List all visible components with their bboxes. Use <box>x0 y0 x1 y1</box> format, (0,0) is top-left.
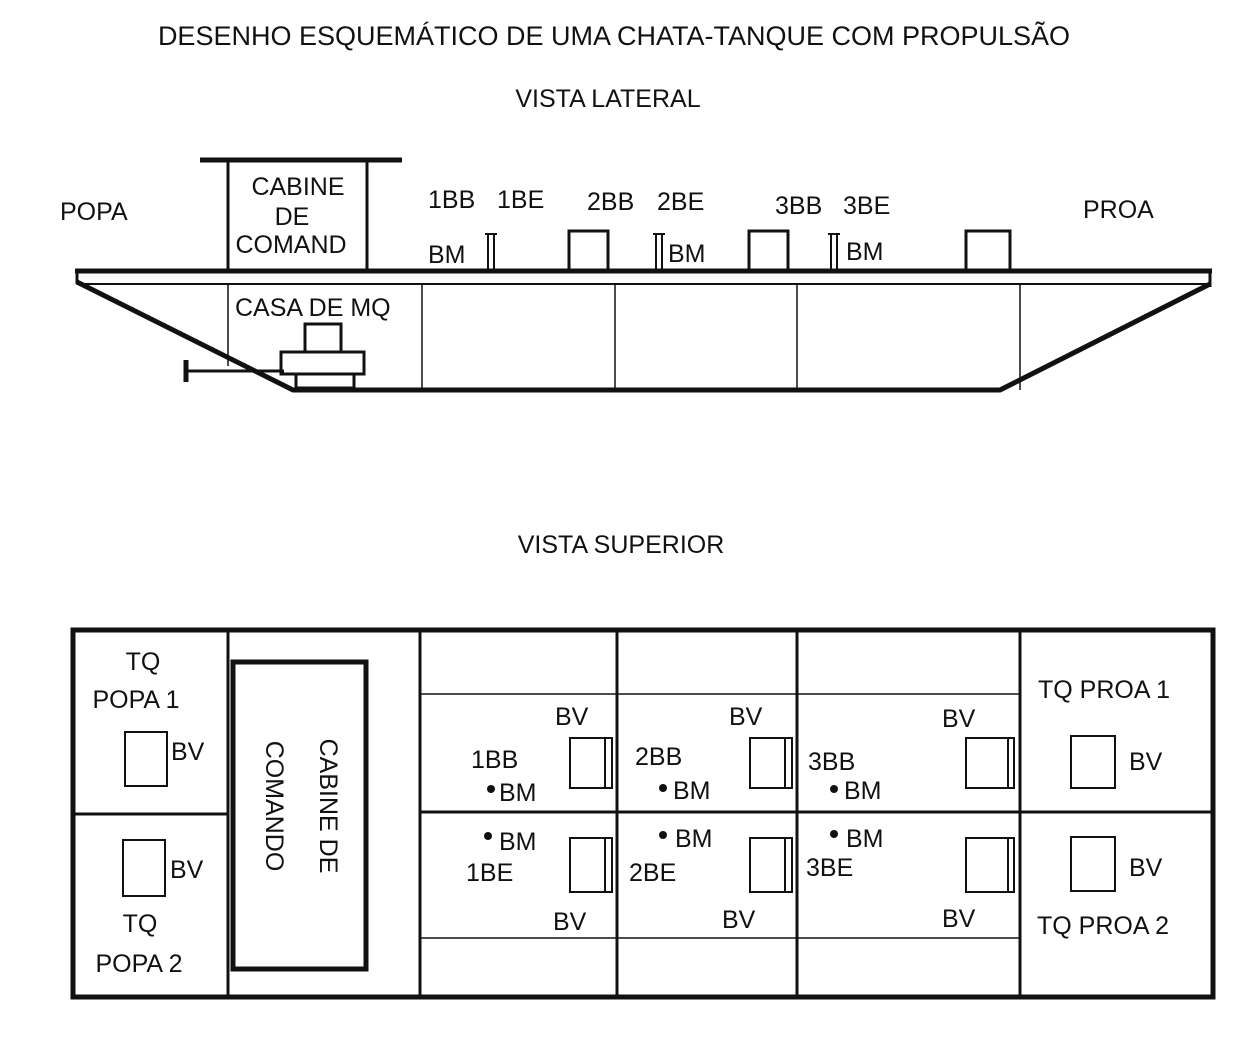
tank-label-upper: 2BB <box>635 743 682 771</box>
valve-label: BV <box>942 905 976 933</box>
valve-box <box>1070 836 1116 892</box>
valve-label: BV <box>555 703 589 731</box>
tank-label-upper: 1BB <box>471 746 518 774</box>
cabin-top-label: COMANDO <box>260 741 288 872</box>
cabin-label-line3: COMAND <box>235 231 346 259</box>
pump-label: BM <box>673 777 711 805</box>
valve-label: BV <box>729 703 763 731</box>
side-valve-box <box>747 229 790 273</box>
valve-box <box>124 731 168 787</box>
pump-label: BM <box>499 779 537 807</box>
valve-box <box>569 837 613 893</box>
valve-box <box>749 837 793 893</box>
cabin-label-line1: CABINE <box>251 173 344 201</box>
side-tank-label-3be: 3BE <box>843 192 890 220</box>
pump-label: BM <box>675 825 713 853</box>
valve-label: BV <box>553 908 587 936</box>
cabin-top-label: CABINE DE <box>314 739 342 874</box>
side-view-title: VISTA LATERAL <box>515 85 700 113</box>
pump-icon <box>485 233 497 270</box>
engine-icon <box>279 322 366 390</box>
popa-tank-1-label: TQ <box>126 648 161 676</box>
tank-label-upper: 3BB <box>808 748 855 776</box>
pump-icon <box>653 233 665 270</box>
pump-label: BM <box>844 777 882 805</box>
popa-tank-2-label: TQ <box>123 910 158 938</box>
valve-box <box>1070 735 1116 789</box>
pump-dot-icon <box>487 785 495 793</box>
pump-dot-icon <box>659 831 667 839</box>
proa-tank-1-label: TQ PROA 1 <box>1038 676 1170 704</box>
cabin-top <box>230 659 369 972</box>
side-valve-box <box>567 229 610 273</box>
side-tank-label-1be: 1BE <box>497 186 544 214</box>
side-valve-box <box>964 229 1012 273</box>
top-view-title: VISTA SUPERIOR <box>518 531 725 559</box>
valve-label: BV <box>1129 748 1163 776</box>
valve-box <box>749 737 793 789</box>
tank-label-lower: 2BE <box>629 859 676 887</box>
valve-label: BV <box>942 705 976 733</box>
side-pump-label-1: BM <box>428 241 466 269</box>
pump-dot-icon <box>830 785 838 793</box>
pump-label: BM <box>846 825 884 853</box>
proa-tank-2-label: TQ PROA 2 <box>1037 912 1169 940</box>
proa-label: PROA <box>1083 196 1154 224</box>
side-view: POPA PROA CABINE DE COMAND CASA DE MQ <box>60 157 1212 393</box>
engine-room-label: CASA DE MQ <box>235 294 391 322</box>
valve-box <box>122 839 166 897</box>
valve-box <box>965 737 1015 789</box>
pump-dot-icon <box>659 784 667 792</box>
cabin-label-line2: DE <box>275 203 310 231</box>
popa-tank-2-label: POPA 2 <box>95 950 182 978</box>
side-pump-label-2: BM <box>668 240 706 268</box>
propeller-shaft-icon <box>183 360 284 382</box>
side-tank-label-1bb: 1BB <box>428 186 475 214</box>
diagram-title: DESENHO ESQUEMÁTICO DE UMA CHATA-TANQUE … <box>158 20 1070 51</box>
pump-label: BM <box>499 828 537 856</box>
tank-label-lower: 3BE <box>806 854 853 882</box>
top-view: TQ POPA 1 BV BV TQ POPA 2 CABINE DE COMA… <box>70 627 1216 1000</box>
pump-dot-icon <box>830 830 838 838</box>
side-pump-label-3: BM <box>846 238 884 266</box>
popa-label: POPA <box>60 198 128 226</box>
pump-icon <box>828 233 840 270</box>
cabin-side: CABINE DE COMAND <box>200 157 402 271</box>
valve-label: BV <box>170 856 204 884</box>
valve-box <box>569 737 613 789</box>
side-tank-label-2be: 2BE <box>657 188 704 216</box>
valve-box <box>965 837 1015 893</box>
valve-label: BV <box>722 906 756 934</box>
valve-label: BV <box>1129 854 1163 882</box>
hull-outline <box>75 279 1212 393</box>
pump-dot-icon <box>484 832 492 840</box>
side-tank-label-2bb: 2BB <box>587 188 634 216</box>
popa-tank-1-label: POPA 1 <box>92 686 179 714</box>
side-tank-label-3bb: 3BB <box>775 192 822 220</box>
tank-label-lower: 1BE <box>466 859 513 887</box>
valve-label: BV <box>171 738 205 766</box>
